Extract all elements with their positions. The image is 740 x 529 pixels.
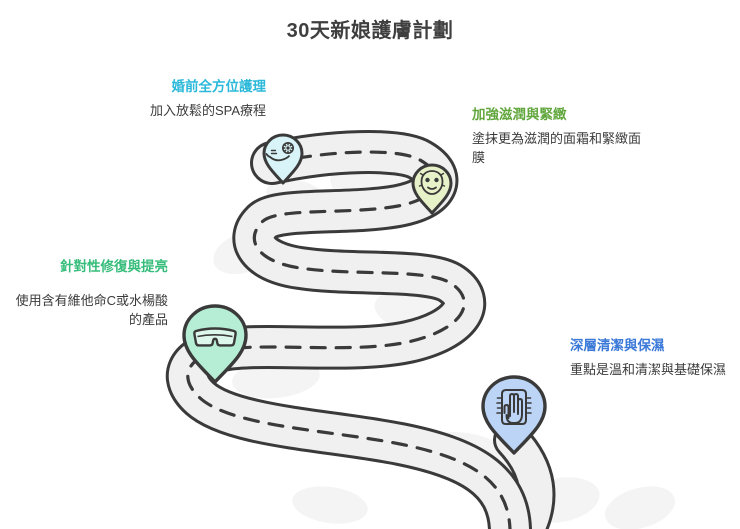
callout-spa-title: 婚前全方位護理 — [171, 79, 267, 94]
hand-cleanse-icon — [481, 375, 547, 455]
callout-moisture: 加強滋潤與緊緻 塗抹更為滋潤的面霜和緊緻面膜 — [472, 106, 647, 168]
callout-cleanse-body: 重點是溫和清潔與基礎保濕 — [570, 362, 727, 378]
hand-flower-spa-icon — [262, 133, 304, 185]
callout-spa-body: 加入放鬆的SPA療程 — [149, 103, 266, 119]
callout-spa: 婚前全方位護理 加入放鬆的SPA療程 — [96, 78, 266, 121]
map-pin-spa[interactable] — [262, 133, 304, 190]
map-pin-cleanse[interactable] — [480, 374, 548, 461]
callout-moisture-title: 加強滋潤與緊緻 — [472, 107, 567, 122]
map-pin-repair[interactable] — [181, 303, 249, 390]
callout-cleanse-title: 深層清潔與保濕 — [570, 338, 665, 353]
callout-repair: 針對性修復與提亮 使用含有維他命C或水楊酸的產品 — [8, 258, 168, 330]
face-mask-icon — [411, 163, 453, 215]
page-title: 30天新娘護膚計劃 — [286, 20, 454, 42]
callout-cleanse: 深層清潔與保濕 重點是溫和清潔與基礎保濕 — [570, 337, 736, 380]
eye-mask-icon — [182, 304, 248, 384]
callout-repair-body: 使用含有維他命C或水楊酸的產品 — [15, 293, 168, 328]
callout-repair-title: 針對性修復與提亮 — [60, 259, 168, 274]
callout-moisture-body: 塗抹更為滋潤的面霜和緊緻面膜 — [472, 131, 642, 166]
map-pin-moisture[interactable] — [411, 163, 453, 220]
